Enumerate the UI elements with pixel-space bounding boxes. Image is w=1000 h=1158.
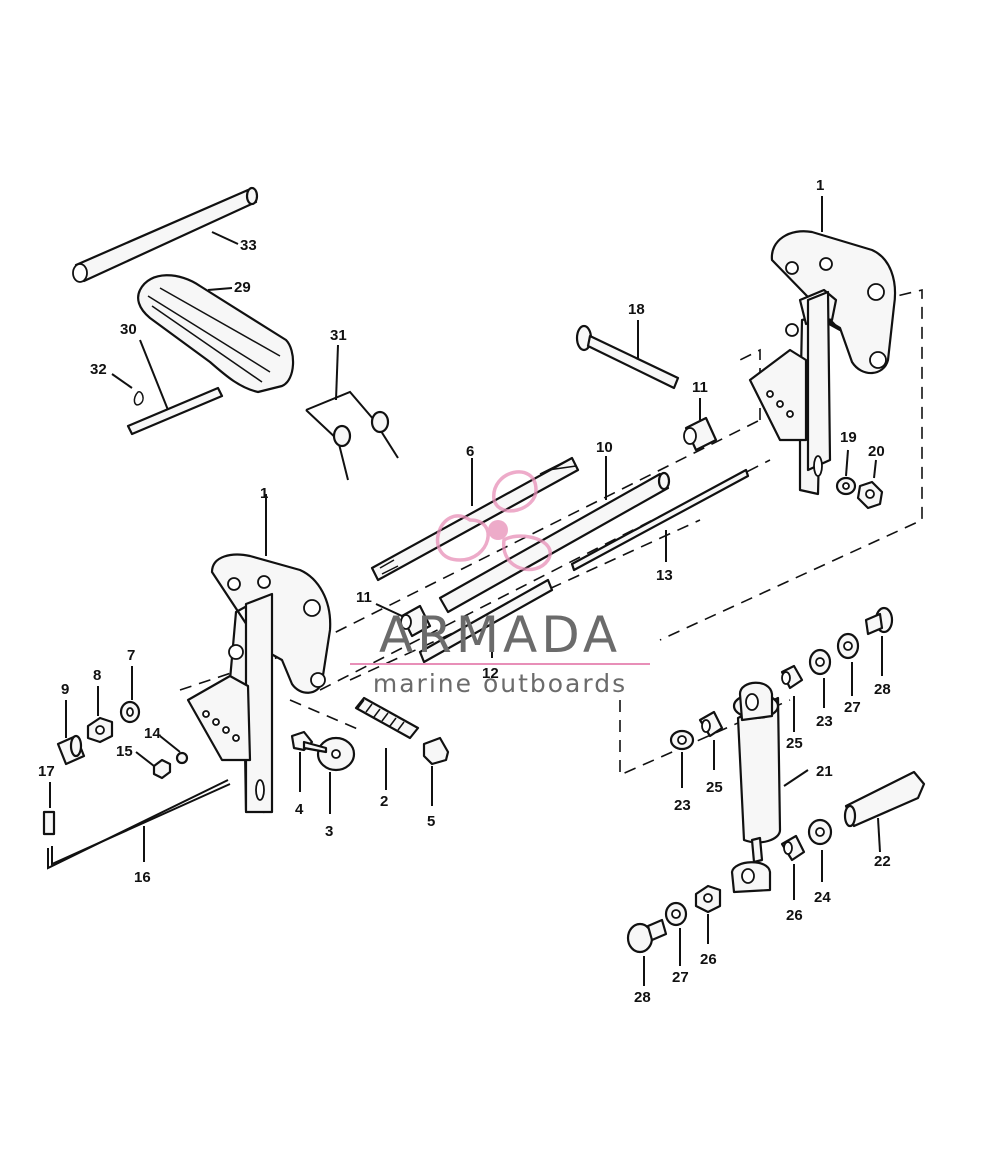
label-part-6: 6 [466, 443, 474, 460]
part-18-bolt [575, 320, 680, 390]
part-22-pin [843, 770, 926, 853]
part-13-thin-rod [570, 468, 750, 572]
watermark-title: ARMADA [379, 606, 621, 664]
part-26-bushing-upper [780, 834, 806, 900]
part-30-pin [126, 339, 224, 436]
label-part-15: 15 [116, 743, 133, 760]
label-part-13: 13 [656, 567, 673, 584]
part-2-spring [354, 696, 420, 790]
label-part-21: 21 [816, 763, 833, 780]
label-part-16: 16 [134, 869, 151, 886]
callout-labels: 1 1 2 3 4 5 6 7 8 9 10 11 11 12 13 14 15… [38, 177, 891, 1006]
part-33-tube [72, 186, 259, 283]
label-part-24: 24 [814, 889, 831, 906]
label-part-22: 22 [874, 853, 891, 870]
label-part-17: 17 [38, 763, 55, 780]
part-27-washer-lower [664, 901, 688, 966]
part-25-bushing-lower [698, 710, 724, 770]
part-29-strap [137, 274, 295, 394]
part-11-bushings [375, 398, 718, 638]
part-32-cotter-pin [111, 373, 144, 406]
label-part-1-right: 1 [816, 177, 824, 194]
part-14-washer [159, 735, 189, 765]
part-21-cylinder [730, 681, 809, 894]
part-19-20-washer-nut [835, 449, 884, 510]
part-3-washer [316, 736, 356, 814]
part-8-nut [86, 686, 114, 744]
part-26-nut-lower [694, 884, 722, 944]
watermark-subtitle: marine outboards [373, 669, 627, 698]
label-part-23-upper: 23 [816, 713, 833, 730]
label-part-18: 18 [628, 301, 645, 318]
part-9-cap [56, 700, 86, 766]
label-part-2: 2 [380, 793, 388, 810]
part-17-sleeve [42, 782, 56, 836]
label-part-26-lower: 26 [700, 951, 717, 968]
part-23-washer-lower [669, 729, 695, 788]
label-part-10: 10 [596, 439, 613, 456]
label-part-28-upper: 28 [874, 681, 891, 698]
label-part-11-upper: 11 [692, 379, 708, 396]
part-25-bushing-upper [780, 664, 804, 732]
part-1-left-bracket [186, 494, 332, 814]
part-7-washer [119, 666, 141, 724]
part-12-rod [418, 578, 554, 664]
label-part-7: 7 [127, 647, 135, 664]
label-part-5: 5 [427, 813, 435, 830]
label-part-33: 33 [240, 237, 257, 254]
label-part-25-lower: 25 [706, 779, 723, 796]
part-24-washer [807, 818, 833, 882]
label-part-26-upper: 26 [786, 907, 803, 924]
part-10-shaft [438, 456, 671, 614]
label-part-1-left: 1 [260, 485, 268, 502]
label-part-12: 12 [482, 665, 499, 682]
label-part-27-upper: 27 [844, 699, 861, 716]
label-part-3: 3 [325, 823, 333, 840]
label-part-14: 14 [144, 725, 161, 742]
label-part-9: 9 [61, 681, 69, 698]
label-part-31: 31 [330, 327, 347, 344]
part-5-cap [422, 736, 450, 806]
part-4-screw [290, 730, 328, 792]
label-part-20: 20 [868, 443, 885, 460]
part-31-spring [305, 344, 399, 481]
label-part-28-lower: 28 [634, 989, 651, 1006]
part-23-washer-upper [808, 648, 832, 708]
label-part-29: 29 [234, 279, 251, 296]
part-16-rod [47, 779, 231, 870]
part-28-bolt-lower [626, 918, 668, 986]
label-part-27-lower: 27 [672, 969, 689, 986]
part-27-washer-upper [836, 632, 860, 696]
label-part-11-lower: 11 [356, 589, 372, 606]
label-part-30: 30 [120, 321, 137, 338]
label-part-19: 19 [840, 429, 857, 446]
label-part-23-lower: 23 [674, 797, 691, 814]
label-part-8: 8 [93, 667, 101, 684]
label-part-4: 4 [295, 801, 304, 818]
label-part-25-upper: 25 [786, 735, 803, 752]
part-15-nut [135, 751, 172, 780]
armada-logo [435, 470, 552, 572]
part-28-bolt-upper [864, 606, 894, 676]
part-1-right-bracket [748, 196, 897, 496]
label-part-32: 32 [90, 361, 107, 378]
